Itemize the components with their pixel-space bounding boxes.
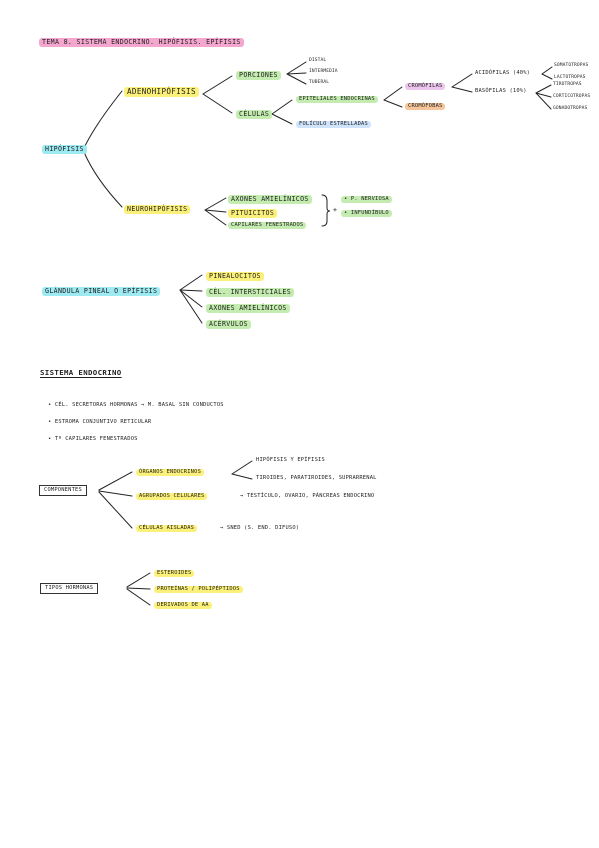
- neuro-axones-amielinicos: AXONES AMIELÍNICOS: [228, 195, 312, 204]
- porcion-intermedia: INTERMEDIA: [309, 69, 338, 74]
- node-hipofisis: HIPÓFISIS: [42, 145, 87, 154]
- node-componentes: COMPONENTES: [39, 485, 87, 497]
- neuro-pituicitos: PITUICITOS: [228, 209, 278, 218]
- node-porciones: PORCIONES: [236, 71, 281, 80]
- neuro-p-nerviosa: • P. NERVIOSA: [341, 196, 392, 204]
- pineal-cel-intersticiales: CÉL. INTERSTICIALES: [206, 288, 295, 297]
- pineal-pinealocitos: PINEALOCITOS: [206, 272, 264, 281]
- acidofila-somatotropas: SOMATOTROPAS: [554, 63, 589, 68]
- tipo-esteroides: ESTEROIDES: [154, 570, 195, 578]
- organos-tiroides: TIROIDES, PARATIROIDES, SUPRARRENAL: [256, 475, 377, 481]
- basofila-tirotropas: TIROTROPAS: [553, 82, 582, 87]
- agrupados-destino: → TESTÍCULO, OVARIO, PÁNCREAS ENDOCRINO: [240, 493, 375, 499]
- section-heading-sistema-endocrino: SISTEMA ENDOCRINO: [40, 368, 122, 377]
- page-title: TEMA 8. SISTEMA ENDOCRINO. HIPÓFISIS. EP…: [39, 38, 244, 47]
- node-celulas-aisladas: CÉLULAS AISLADAS: [136, 525, 198, 533]
- porcion-distal: DISTAL: [309, 58, 327, 63]
- acidofila-lactotropas: LACTOTROPAS: [554, 75, 586, 80]
- organos-hipofisis-epifisis: HIPÓFISIS y EPÍFISIS: [256, 457, 325, 463]
- neuro-plus-sign: +: [333, 206, 338, 214]
- node-neurohipofisis: NEUROHIPÓFISIS: [124, 205, 191, 214]
- bullet-capilares: • Tº CAPILARES FENESTRADOS: [48, 436, 138, 442]
- bullet-estroma: • ESTROMA CONJUNTIVO RETICULAR: [48, 419, 152, 425]
- pineal-axones-amielinicos: AXONES AMIELÍNICOS: [206, 304, 290, 313]
- tipo-derivados-aa: DERIVADOS DE AA: [154, 602, 212, 610]
- node-agrupados-celulares: AGRUPADOS CELULARES: [136, 493, 208, 501]
- node-epiteliales-endocrinas: EPITELIALES ENDOCRINAS: [296, 96, 378, 104]
- bullet-cel-secretoras: • CÉL. SECRETORAS HORMONAS → M. BASAL SI…: [48, 402, 224, 408]
- porcion-tuberal: TUBERAL: [309, 80, 330, 85]
- node-tipos-hormonas: TIPOS HORMONAS: [40, 583, 99, 595]
- node-glandula-pineal: GLÁNDULA PINEAL o EPÍFISIS: [42, 287, 161, 296]
- pineal-acervulos: ACÉRVULOS: [206, 320, 251, 329]
- node-cromofilas: CROMÓFILAS: [405, 83, 446, 91]
- neuro-capilares-fenestrados: CAPILARES FENESTRADOS: [228, 222, 307, 230]
- node-cromofobas: CROMÓFOBAS: [405, 103, 446, 111]
- node-adenohipofisis: ADENOHIPÓFISIS: [124, 87, 199, 97]
- aisladas-destino: → SNED (S. END. DIFUSO): [220, 525, 300, 531]
- tipo-proteinas: PROTEÍNAS / POLIPÉPTIDOS: [154, 586, 243, 594]
- node-basofilas: BASÓFILAS (10%): [475, 88, 527, 94]
- node-organos-endocrinos: ÓRGANOS ENDOCRINOS: [136, 469, 205, 477]
- basofila-corticotropas: CORTICOTROPAS: [553, 94, 591, 99]
- basofila-gonadotropas: GONADOTROPAS: [553, 106, 588, 111]
- node-celulas: CÉLULAS: [236, 110, 273, 119]
- node-acidofilas: ACIDÓFILAS (40%): [475, 70, 531, 76]
- neuro-infundibulo: • INFUNDÍBULO: [341, 210, 392, 218]
- node-foliculo-estrelladas: FOLÍCULO ESTRELLADAS: [296, 121, 371, 129]
